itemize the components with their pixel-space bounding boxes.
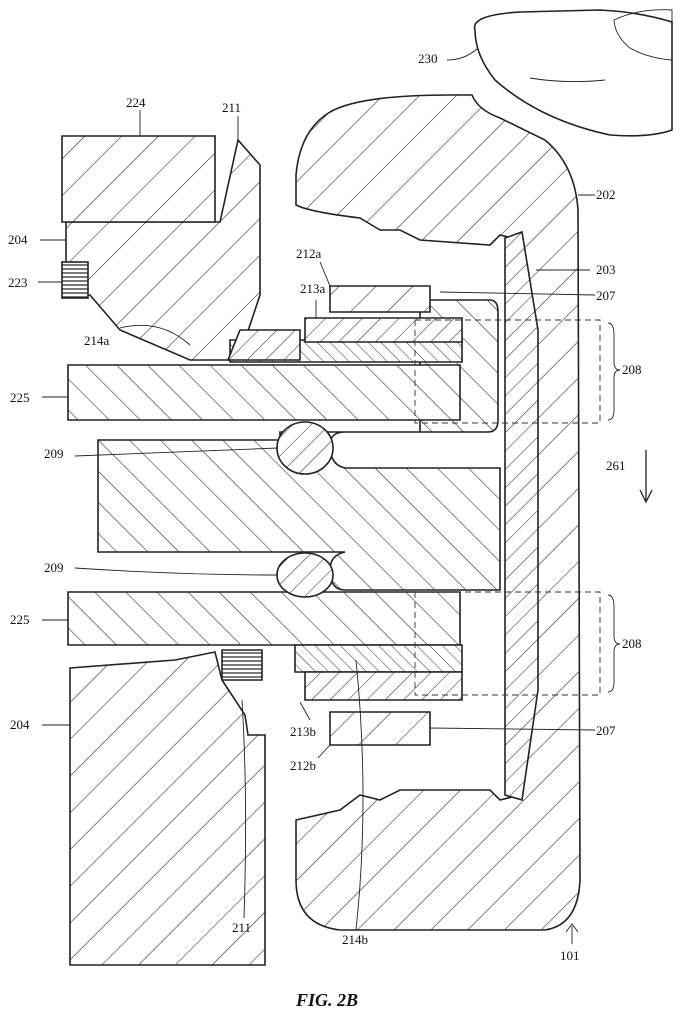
label-211-top: 211 [222, 100, 241, 115]
ring-212b [330, 712, 430, 745]
sensor-213b [305, 672, 462, 700]
label-207-bottom: 207 [596, 723, 616, 738]
label-224: 224 [126, 95, 146, 110]
label-202: 202 [596, 187, 616, 202]
label-213b: 213b [290, 724, 316, 739]
brace-208-top [608, 323, 620, 420]
label-214b: 214b [342, 932, 368, 947]
ball-209-bottom [277, 553, 333, 597]
brace-208-bottom [608, 595, 620, 692]
ring-212a [330, 286, 430, 312]
arrow-101 [566, 924, 578, 944]
label-225-bottom: 225 [10, 612, 30, 627]
label-261: 261 [606, 458, 626, 473]
leader-212b [318, 745, 330, 758]
seal-211-bottom [222, 650, 262, 680]
rod-225-top [68, 365, 460, 420]
gasket-223 [62, 262, 88, 298]
label-204-bottom: 204 [10, 717, 30, 732]
label-208-top: 208 [622, 362, 642, 377]
block-224 [62, 136, 215, 222]
label-204-top: 204 [8, 232, 28, 247]
sensor-213a [305, 318, 462, 342]
housing-204-bottom [70, 652, 265, 965]
label-213a: 213a [300, 281, 326, 296]
leader-230 [447, 48, 478, 60]
rod-225-bottom [68, 592, 460, 645]
label-209-top: 209 [44, 446, 64, 461]
label-208-bottom: 208 [622, 636, 642, 651]
label-211-bottom: 211 [232, 920, 251, 935]
label-230: 230 [418, 51, 438, 66]
label-212a: 212a [296, 246, 322, 261]
label-203: 203 [596, 262, 616, 277]
insulator-214b [295, 645, 462, 672]
figure-caption: FIG. 2B [295, 990, 358, 1010]
label-207-top: 207 [596, 288, 616, 303]
leader-209-bottom [75, 568, 278, 575]
label-209-bottom: 209 [44, 560, 64, 575]
finger-230 [475, 10, 672, 136]
label-212b: 212b [290, 758, 316, 773]
ball-209-top [277, 422, 333, 474]
seal-211-top [228, 330, 300, 360]
label-214a: 214a [84, 333, 110, 348]
label-223: 223 [8, 275, 28, 290]
label-101: 101 [560, 948, 580, 963]
leader-213b [300, 702, 310, 720]
label-225-top: 225 [10, 390, 30, 405]
shaft-203 [505, 232, 538, 800]
